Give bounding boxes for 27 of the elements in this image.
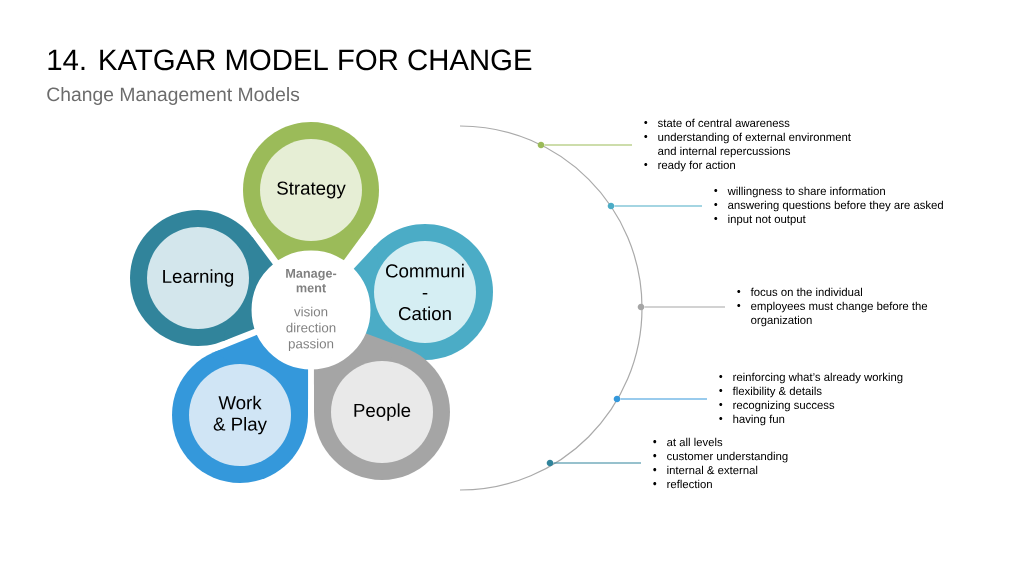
title: 14. KATGAR MODEL FOR CHANGE [48,49,532,71]
node-label: employees must change before the organization [751,301,928,327]
leader-line [544,144,633,146]
leader-line [644,306,726,308]
leader-line [620,398,708,400]
bullet-list: state of central awareness understanding of external environment and internal repercussions ready for action [644,118,851,172]
node-label: answering questions before they are asked [728,200,943,212]
leader-line [553,462,642,464]
bullet-list: willingness to share information answering questions before they are asked input not output [714,186,943,226]
node-label: state of central awareness [657,118,790,128]
bullet-list: reinforcing what’s already working flexibility & details recognizing success having fun [719,372,903,426]
node-label: customer understanding [667,451,788,463]
bullet-list: at all levels customer understanding internal & external reflection [653,437,788,489]
node-label: reinforcing what’s already working [733,372,903,384]
node-label: willingness to share information [727,186,885,198]
node-label: flexibility & details [732,386,822,398]
node-label: input not output [728,214,806,226]
node-label: focus on the individual [750,287,862,297]
node-label: internal & external [667,465,758,475]
node-label: ready for action [658,160,735,172]
node-label: reflection [667,479,712,489]
node-label: at all levels [667,437,723,447]
node-label: having fun [733,414,785,426]
node-label: recognizing success [733,400,835,412]
leader-line [614,205,703,207]
bullet-list: focus on the individual employees must change before the organization [737,287,928,327]
subtitle: Change Management Models [47,87,300,105]
